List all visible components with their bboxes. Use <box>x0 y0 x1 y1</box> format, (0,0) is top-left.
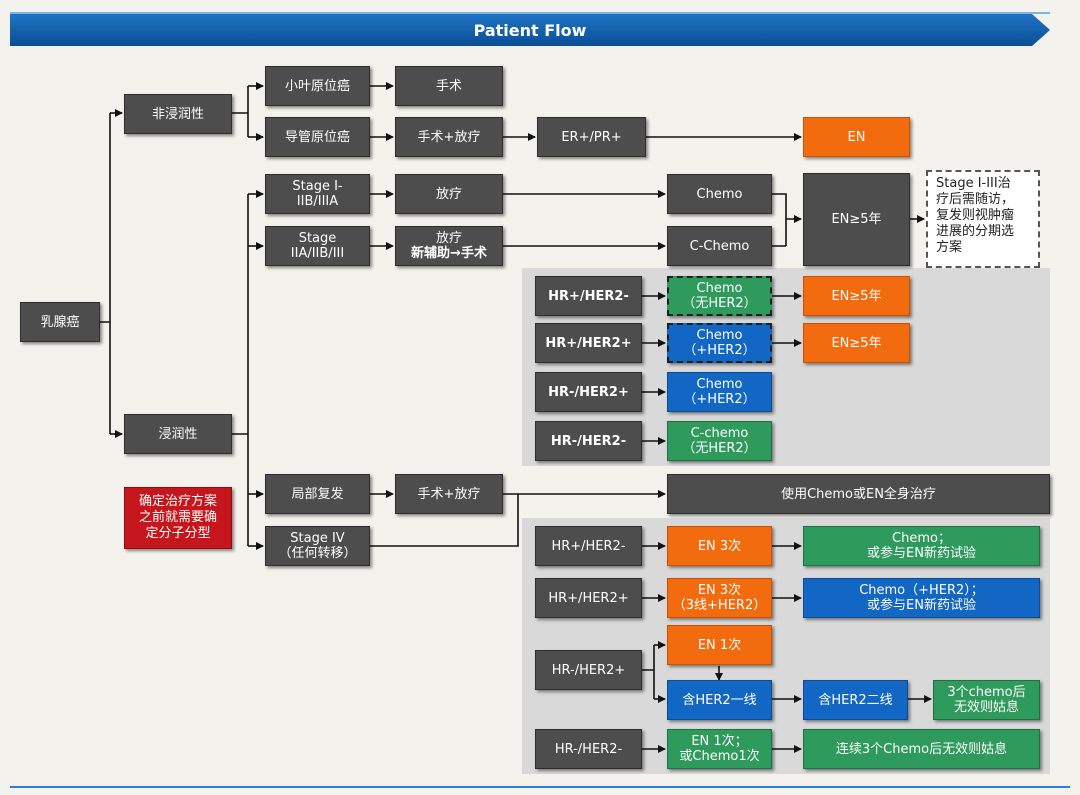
node-cchemo-no-her2: C-chemo （无HER2） <box>667 421 772 461</box>
node-chemo-or-trial: Chemo； 或参与EN新药试验 <box>803 526 1040 566</box>
edge-invasive-trunk <box>232 194 249 546</box>
node-stage-i: Stage I- IIB/IIIA <box>265 174 370 214</box>
edge-stageiv-systemic <box>370 494 519 547</box>
title-top-line <box>10 12 1050 14</box>
node-en-5-years: EN≥5年 <box>803 173 910 266</box>
node-stage-iv: Stage IV （任何转移） <box>265 526 370 566</box>
bottom-rule <box>10 786 1070 788</box>
page-title: Patient Flow <box>10 14 1050 46</box>
node-en1-or-chemo1: EN 1次； 或Chemo1次 <box>667 729 772 769</box>
node-surgery-radiotherapy: 手术+放疗 <box>395 117 503 157</box>
node-chemo-no-her2: Chemo （无HER2） <box>667 276 772 316</box>
node-chemo-her2-or-trial: Chemo（+HER2）； 或参与EN新药试验 <box>803 578 1040 618</box>
node-en: EN <box>803 117 910 157</box>
node-chemo-plus-her2-b: Chemo （+HER2） <box>667 372 772 412</box>
node-en-1-time: EN 1次 <box>667 625 772 665</box>
edge-root-split <box>100 113 111 434</box>
edge-chemo-join <box>772 193 801 247</box>
subtype-hr-neg-her2-pos: HR-/HER2+ <box>535 372 642 412</box>
node-ductal-cis: 导管原位癌 <box>265 117 370 157</box>
node-en-5-years-a: EN≥5年 <box>803 276 910 316</box>
node-stage-ii: Stage IIA/IIB/III <box>265 226 370 266</box>
node-radiotherapy-neoadjuvant: 放疗 新辅助→手术 <box>395 226 503 266</box>
node-invasive: 浸润性 <box>124 414 232 454</box>
rt-neo-line1: 放疗 <box>435 231 462 246</box>
node-surgery: 手术 <box>395 66 503 106</box>
node-er-pr: ER+/PR+ <box>537 117 646 157</box>
subtype-hr-neg-her2-neg: HR-/HER2- <box>535 421 642 461</box>
adv-hr-pos-her2-neg: HR+/HER2- <box>535 526 642 566</box>
node-systemic-therapy: 使用Chemo或EN全身治疗 <box>667 474 1050 514</box>
node-her2-first-line: 含HER2一线 <box>667 680 772 720</box>
adv-hr-pos-her2-pos: HR+/HER2+ <box>535 578 642 618</box>
node-lobular-cis: 小叶原位癌 <box>265 66 370 106</box>
subtype-hr-pos-her2-pos: HR+/HER2+ <box>535 323 642 363</box>
node-en-3-times-her2: EN 3次 （3线+HER2） <box>667 578 772 618</box>
node-noninvasive: 非浸润性 <box>124 94 232 134</box>
node-three-chemo-palliative: 连续3个Chemo后无效则姑息 <box>803 729 1040 769</box>
node-radiotherapy: 放疗 <box>395 174 503 214</box>
subtype-hr-pos-her2-neg: HR+/HER2- <box>535 276 642 316</box>
adv-hr-neg-her2-neg: HR-/HER2- <box>535 729 642 769</box>
node-en-5-years-b: EN≥5年 <box>803 323 910 363</box>
node-chemo: Chemo <box>667 174 772 214</box>
rt-neo-line2: 新辅助→手术 <box>411 246 487 261</box>
node-en-3-times: EN 3次 <box>667 526 772 566</box>
node-her2-second-line: 含HER2二线 <box>803 680 908 720</box>
node-surgery-radiotherapy-2: 手术+放疗 <box>395 474 503 514</box>
node-three-chemo-fail: 3个chemo后 无效则姑息 <box>933 680 1040 720</box>
node-c-chemo: C-Chemo <box>667 226 772 266</box>
edge-adv3-split <box>642 645 655 699</box>
edge-noninvasive-split <box>232 86 249 137</box>
followup-note: Stage I-III治 疗后需随访， 复发则视肿瘤 进展的分期选 方案 <box>926 170 1040 268</box>
node-chemo-plus-her2-a: Chemo （+HER2） <box>667 323 772 363</box>
molecular-typing-note: 确定治疗方案 之前就需要确 定分子分型 <box>124 487 232 549</box>
node-local-recurrence: 局部复发 <box>265 474 370 514</box>
node-breast-cancer: 乳腺癌 <box>20 302 100 342</box>
adv-hr-neg-her2-pos: HR-/HER2+ <box>535 650 642 690</box>
